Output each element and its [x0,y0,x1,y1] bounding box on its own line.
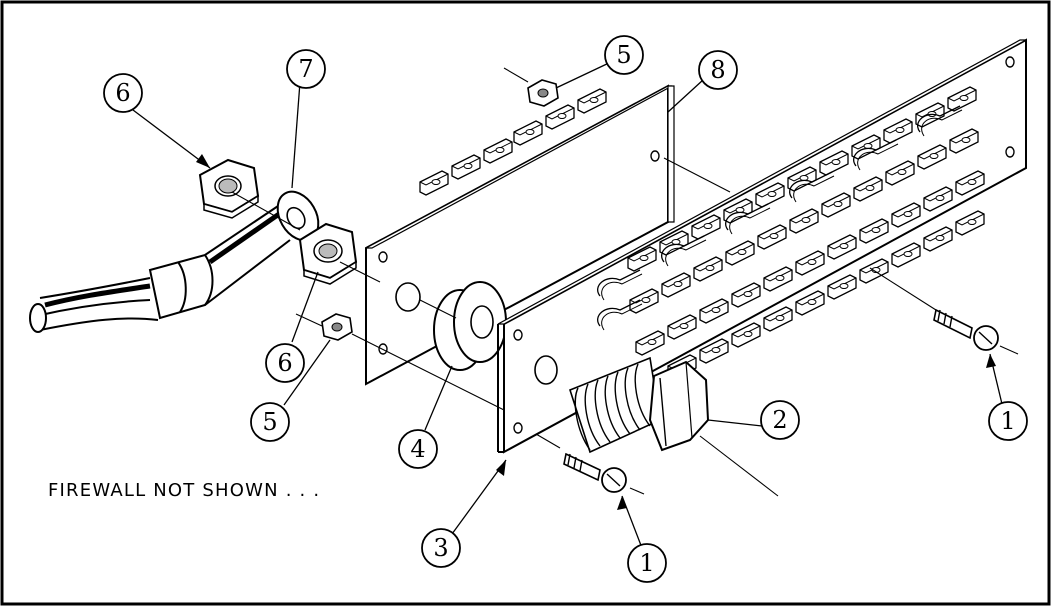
firewall-note: FIREWALL NOT SHOWN . . . [48,480,321,501]
callout-5-upper-label: 5 [616,41,631,69]
callout-2: 2 [760,400,800,440]
callout-4-label: 4 [410,435,425,463]
callout-3: 3 [421,528,461,568]
callout-3-label: 3 [433,534,448,562]
small-nut-lower [321,313,353,341]
callout-7: 7 [286,49,326,89]
callout-5-lower-label: 5 [262,408,277,436]
callout-5-lower: 5 [250,402,290,442]
leader-lines [132,61,1003,549]
hex-nut-lower [298,222,358,285]
center-lines [231,67,1019,497]
callout-6-lower-label: 6 [277,349,292,377]
callout-6-lower: 6 [265,343,305,383]
callout-1-lower: 1 [627,543,667,583]
callout-2-label: 2 [772,406,787,434]
small-nut-upper [527,79,559,107]
callout-1-right-label: 1 [1000,407,1015,435]
insulating-washer [433,281,507,371]
callout-1-lower-label: 1 [639,549,654,577]
callout-8-label: 8 [710,56,725,84]
hex-nut-upper [198,158,260,219]
callout-6-upper-label: 6 [115,79,130,107]
callout-7-label: 7 [298,55,313,83]
cable-assembly [29,190,320,333]
callout-1-right: 1 [988,401,1028,441]
callout-6-upper: 6 [103,73,143,113]
terminal-stud [569,356,710,454]
callout-balloons: 6 7 5 8 6 5 4 3 [103,35,1028,583]
callout-8: 8 [698,50,738,90]
callout-5-upper: 5 [604,35,644,75]
leader-arrows [196,154,996,510]
screw-lower [563,452,627,493]
screw-right [933,308,999,351]
callout-4: 4 [398,429,438,469]
